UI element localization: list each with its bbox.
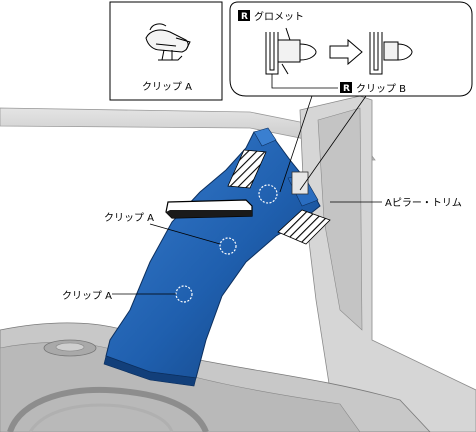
- inset-clip-a-caption: クリップ A: [142, 81, 192, 93]
- inset-clip-a: クリップ A: [109, 1, 223, 101]
- removal-direction-arrow: [165, 199, 253, 219]
- transition-arrow: [329, 38, 363, 66]
- label-pillar-trim: Aピラー・トリム: [385, 197, 462, 209]
- clip-b-leader: [271, 74, 338, 89]
- clip-b-label: クリップ B: [356, 83, 406, 95]
- leader-line-clip-b: [299, 95, 367, 191]
- badge-r-bottom-letter: R: [343, 84, 350, 94]
- hatched-area-lower: [277, 209, 331, 245]
- badge-r-bottom: [340, 82, 352, 93]
- clip-a-position-upper: [219, 237, 237, 255]
- badge-r-top: [238, 10, 250, 21]
- a-pillar-trim: [103, 127, 321, 387]
- clip-b-position: [258, 184, 278, 204]
- dash-vent-inner: [55, 342, 85, 352]
- grommet-label: グロメット: [254, 10, 304, 23]
- clip-b-separated-icon: [369, 32, 413, 75]
- leader-line-grommet: [279, 95, 313, 193]
- clip-b-bracket: [291, 171, 309, 195]
- hatched-area-upper: [227, 149, 267, 189]
- door-frame-edge: [317, 107, 363, 331]
- clip-b-assembled-icon: [265, 27, 317, 75]
- a-pillar-trim-bottom: [103, 355, 197, 387]
- leader-clip-a-upper: [149, 223, 221, 245]
- steering-wheel: [7, 386, 209, 432]
- a-pillar-trim-tip: [253, 127, 277, 147]
- inset-clip-b: R グロメット R クリップ B: [229, 1, 473, 97]
- clip-a-icon: [145, 23, 191, 61]
- badge-r-top-letter: R: [241, 12, 248, 22]
- steering-wheel-inner: [28, 403, 174, 432]
- label-clip-a-lower: クリップ A: [62, 290, 112, 302]
- label-clip-a-upper: クリップ A: [104, 212, 154, 224]
